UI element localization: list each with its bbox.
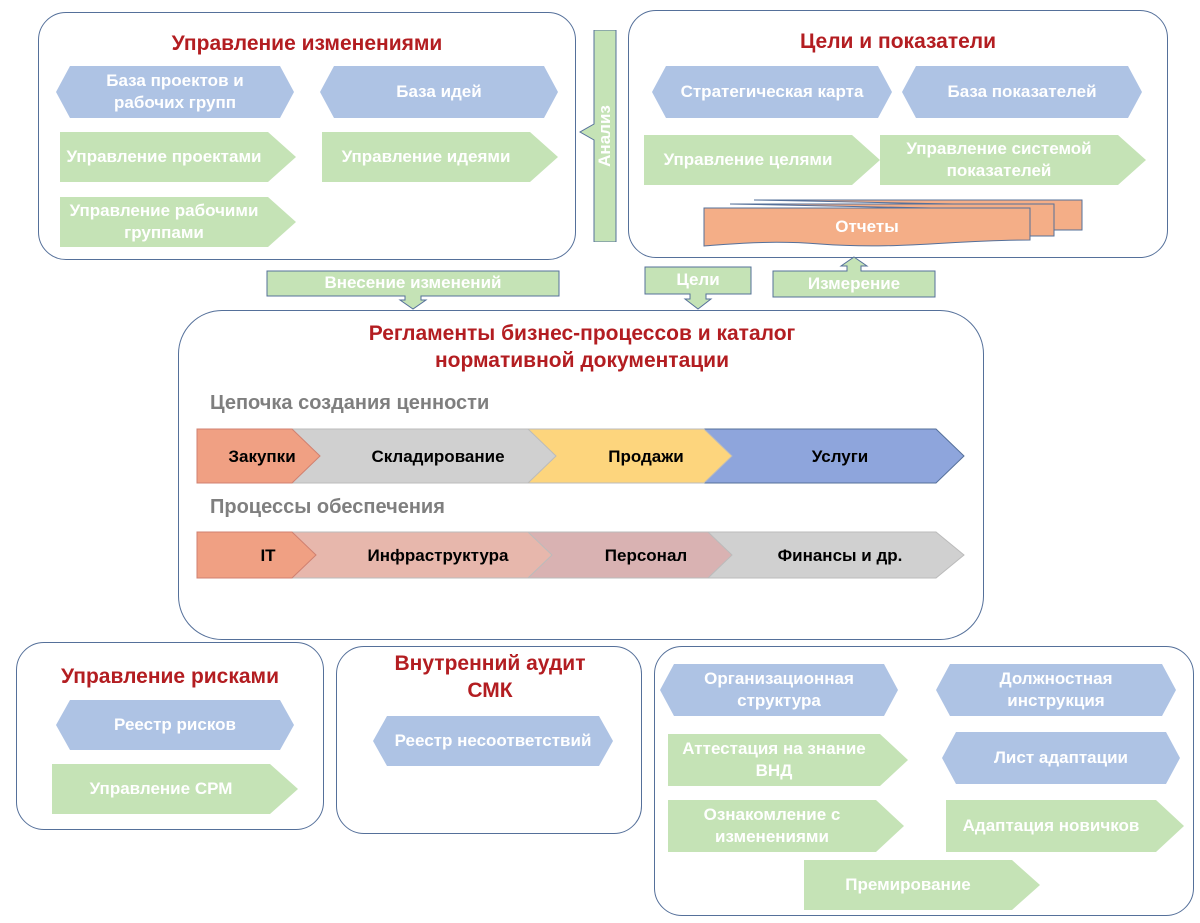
reports-label: Отчеты — [835, 216, 899, 236]
support-processes-label: Процессы обеспечения — [210, 496, 445, 518]
goals-arrow-shape — [644, 266, 752, 310]
risk-register-shape[interactable]: Реестр рисков — [56, 700, 294, 750]
bonuses-shape[interactable]: Премирование — [804, 860, 1040, 910]
analysis-label: Анализ — [595, 105, 614, 167]
projects-base-shape[interactable]: База проектов и рабочих групп — [56, 66, 294, 118]
newcomer-adaptation-shape[interactable]: Адаптация новичков — [946, 800, 1184, 852]
value-chain-label: Цепочка создания ценности — [210, 392, 490, 414]
risk-management-title: Управление рисками — [61, 665, 279, 688]
measurement-arrow: Измерение — [772, 256, 936, 298]
change-management-title: Управление изменениями — [171, 32, 443, 55]
ideas-base-shape[interactable]: База идей — [320, 66, 558, 118]
support-process-chevrons — [196, 531, 965, 579]
goals-arrow: Цели — [644, 266, 752, 310]
support-personnel-label: Персонал — [604, 545, 688, 565]
support-it-label: IT — [260, 545, 276, 565]
chain-services-label: Услуги — [811, 446, 869, 466]
goals-management-shape[interactable]: Управление целями — [644, 135, 880, 185]
changes-arrow-shape — [266, 270, 560, 310]
analysis-arrow-shape — [578, 30, 617, 242]
chain-storage-label: Складирование — [371, 446, 505, 466]
measurement-arrow-shape — [772, 256, 936, 298]
work-groups-management-shape[interactable]: Управление рабочими группами — [60, 197, 296, 247]
value-chain-chevrons — [196, 428, 965, 484]
chain-procurement-label: Закупки — [228, 446, 296, 466]
analysis-arrow: Анализ — [576, 30, 620, 242]
adaptation-sheet-shape[interactable]: Лист адаптации — [942, 732, 1180, 784]
changes-arrow-label: Внесение изменений — [324, 273, 502, 293]
job-description-shape[interactable]: Должностная инструкция — [936, 664, 1176, 716]
regulations-title: Регламенты бизнес-процессов и каталог но… — [368, 322, 796, 373]
goals-arrow-label: Цели — [676, 270, 720, 290]
internal-audit-title: Внутренний аудит СМК — [394, 652, 586, 703]
chain-sales-label: Продажи — [608, 446, 684, 466]
changes-arrow: Внесение изменений — [266, 270, 560, 310]
project-management-shape[interactable]: Управление проектами — [60, 132, 296, 182]
support-it-shape — [196, 531, 317, 579]
nonconformity-register-shape[interactable]: Реестр несоответствий — [373, 716, 613, 766]
kpi-system-management-shape[interactable]: Управление системой показателей — [880, 135, 1146, 185]
chain-procurement-shape — [196, 428, 321, 484]
reports-shape — [703, 199, 1083, 247]
support-infra-label: Инфраструктура — [367, 545, 509, 565]
ideas-management-shape[interactable]: Управление идеями — [322, 132, 558, 182]
strategy-map-shape[interactable]: Стратегическая карта — [652, 66, 892, 118]
srm-management-shape[interactable]: Управление СРМ — [52, 764, 298, 814]
attestation-shape[interactable]: Аттестация на знание ВНД — [668, 734, 908, 786]
goals-title: Цели и показатели — [799, 30, 997, 53]
kpi-base-shape[interactable]: База показателей — [902, 66, 1142, 118]
reports-stack[interactable]: Отчеты — [700, 198, 1084, 250]
org-structure-shape[interactable]: Организационная структура — [660, 664, 898, 716]
familiarization-shape[interactable]: Ознакомление с изменениями — [668, 800, 904, 852]
measurement-arrow-label: Измерение — [807, 274, 901, 294]
support-finance-label: Финансы и др. — [777, 545, 903, 565]
